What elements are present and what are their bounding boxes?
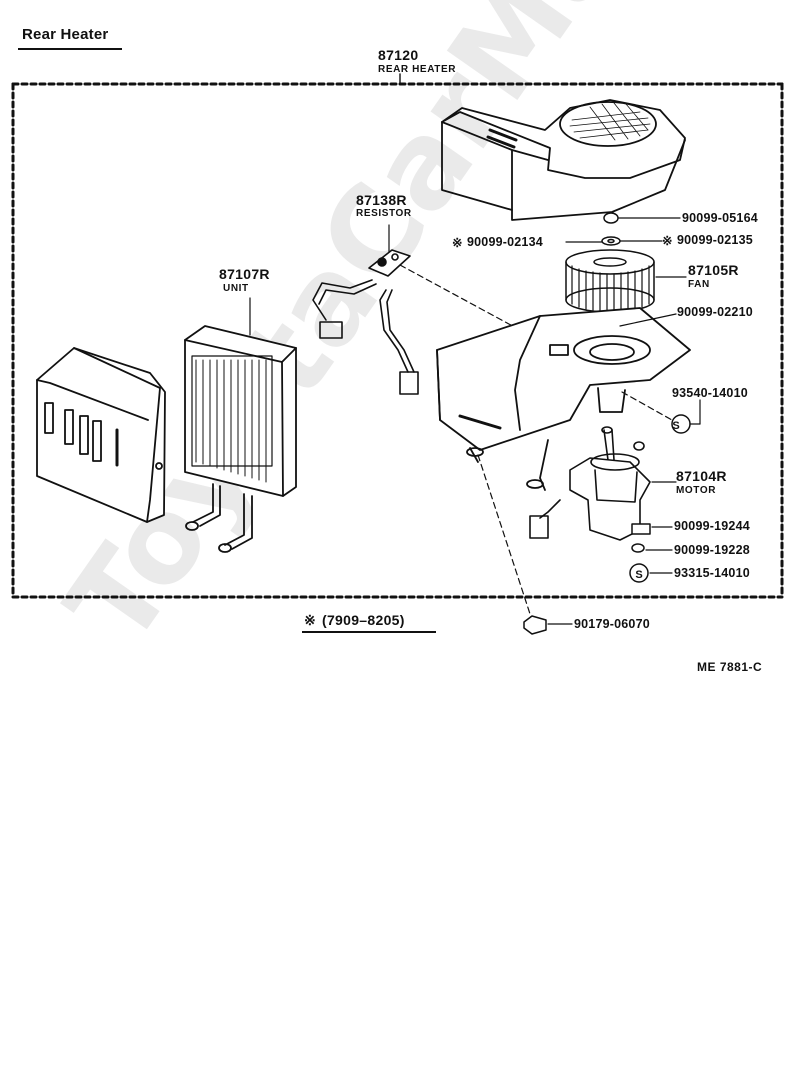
production-range: (7909–8205) <box>322 612 405 628</box>
leader-lines <box>547 217 701 625</box>
part-number-label: 90099-02210 <box>677 305 753 319</box>
fan-wheel <box>565 249 655 313</box>
blower-housing <box>441 99 686 221</box>
page-title: Rear Heater <box>22 26 109 43</box>
part-number-label: 90099-19244 <box>674 519 750 533</box>
assembly-name: REAR HEATER <box>378 64 457 75</box>
range-underline <box>302 631 436 633</box>
part-number-label: 90099-02134 <box>467 235 543 249</box>
assembly-guides <box>399 264 673 621</box>
part-number-label: 90099-02135 <box>677 233 753 247</box>
resistor-harness <box>312 249 419 395</box>
assembly-part-no: 87120 <box>378 47 419 63</box>
part-number-label: 90099-05164 <box>682 211 758 225</box>
unit-part-no: 87107R <box>219 266 270 282</box>
motor-hardware <box>523 414 691 635</box>
part-number-label: 90099-19228 <box>674 543 750 557</box>
fan-part-no: 87105R <box>688 262 739 278</box>
heater-core <box>184 325 297 553</box>
blower-motor <box>529 426 651 541</box>
part-number-label: 93315-14010 <box>674 566 750 580</box>
unit-name: UNIT <box>223 283 249 294</box>
asterisk-marker: ※ <box>304 612 317 628</box>
heater-case <box>36 347 166 523</box>
s-symbol-2: S <box>635 569 642 581</box>
part-number-label: 93540-14010 <box>672 386 748 400</box>
s-symbol-1: S <box>672 420 679 432</box>
part-number-label: 90179-06070 <box>574 617 650 631</box>
reference-code: ME 7881-C <box>697 660 763 674</box>
assembly-bracket <box>11 82 784 599</box>
resistor-name: RESISTOR <box>356 208 412 219</box>
fan-name: FAN <box>688 279 710 290</box>
base-bracket <box>436 307 691 491</box>
motor-name: MOTOR <box>676 485 717 496</box>
asterisk-marker: ※ <box>662 234 673 248</box>
asterisk-marker: ※ <box>452 236 463 250</box>
title-underline <box>18 48 122 50</box>
motor-part-no: 87104R <box>676 468 727 484</box>
resistor-part-no: 87138R <box>356 192 407 208</box>
